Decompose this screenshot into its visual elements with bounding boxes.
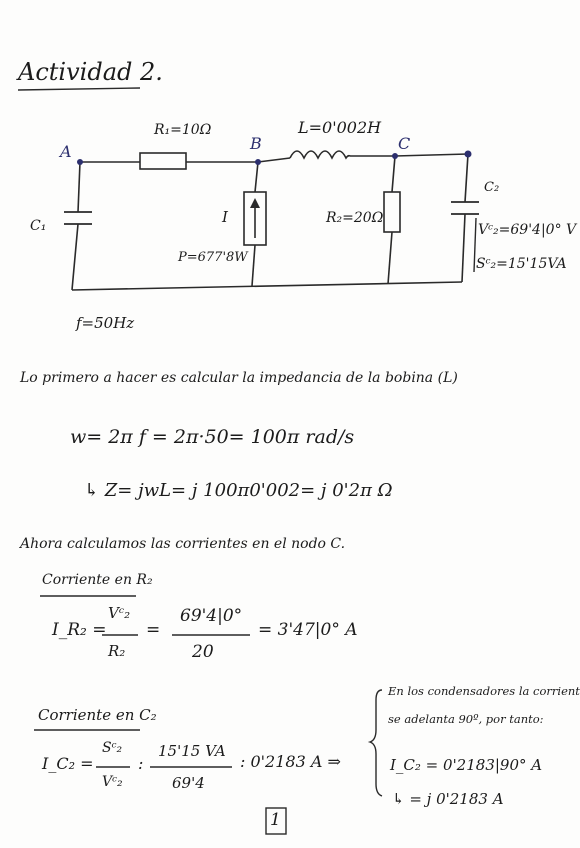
r2-resistor [383,191,401,233]
frequency-label: f=50Hz [76,314,135,332]
ic2-frac2-denominator: 69'4 [172,774,205,792]
circuit-wires [71,153,469,291]
ir2-frac2-numerator: 69'4|0° [180,606,243,626]
ir2-frac1-denominator: R₂ [108,642,126,660]
r2-label: R₂=20Ω [326,210,384,226]
note-line-1: En los condensadores la corriente [388,684,580,698]
node-a-label: A [60,142,72,161]
c1-label: C₁ [30,218,47,234]
ic2-label: I_C₂ = [42,754,94,773]
ir2-result: = 3'47|0° A [258,620,358,640]
heading-c2: Corriente en C₂ [38,706,157,724]
intro-text: Lo primero a hacer es calcular la impeda… [20,370,458,386]
r1-resistor [139,152,187,170]
ic2-frac2-numerator: 15'15 VA [158,742,226,760]
ir2-frac1-numerator: Vᶜ₂ [108,604,131,622]
node-right-dot [464,150,472,158]
page-number-box [265,807,287,835]
note-j: ↳ = j 0'2183 A [392,790,504,808]
heading-r2: Corriente en R₂ [42,572,153,588]
node-a-dot [77,159,83,165]
note-line-2: se adelanta 90º, por tanto: [388,712,544,726]
ir2-label: I_R₂ = [52,620,107,640]
c2-label-line [473,217,477,273]
node-b-label: B [250,134,262,153]
currents-intro-text: Ahora calculamos las corrientes en el no… [20,536,346,552]
node-b-dot [255,159,261,165]
current-arrow-head [250,198,260,208]
node-c-label: C [398,134,411,153]
omega-equation: w= 2π f = 2π·50= 100π rad/s [70,426,355,448]
inductor-coil [289,150,351,160]
ic2-colon: : [138,754,144,773]
page-title: Actividad 2. [18,58,163,86]
ir2-frac2-denominator: 20 [192,642,214,662]
current-source [243,191,267,246]
note-brace [367,689,383,797]
c2-label: C₂ [484,180,500,195]
ic2-result: : 0'2183 A ⇒ [240,752,341,771]
page-number: 1 [270,810,281,830]
current-source-label: I [222,208,228,226]
ic2-frac1-denominator: Vᶜ₂ [102,774,123,790]
ic2-frac1-numerator: Sᶜ₂ [102,740,123,756]
ir2-equals: = [146,620,161,640]
power-label: P=677'8W [178,250,248,265]
vc2-label: Vᶜ₂=69'4|0° V [478,222,577,238]
node-c-dot [392,153,398,159]
sc2-label: Sᶜ₂=15'15VA [476,256,567,272]
r1-label: R₁=10Ω [154,122,212,138]
title-underline [17,87,141,91]
impedance-equation: ↳ Z= jwL= j 100π0'002= j 0'2π Ω [84,480,393,501]
inductor-label: L=0'002H [298,118,382,137]
note-ic2: I_C₂ = 0'2183|90° A [390,756,543,774]
